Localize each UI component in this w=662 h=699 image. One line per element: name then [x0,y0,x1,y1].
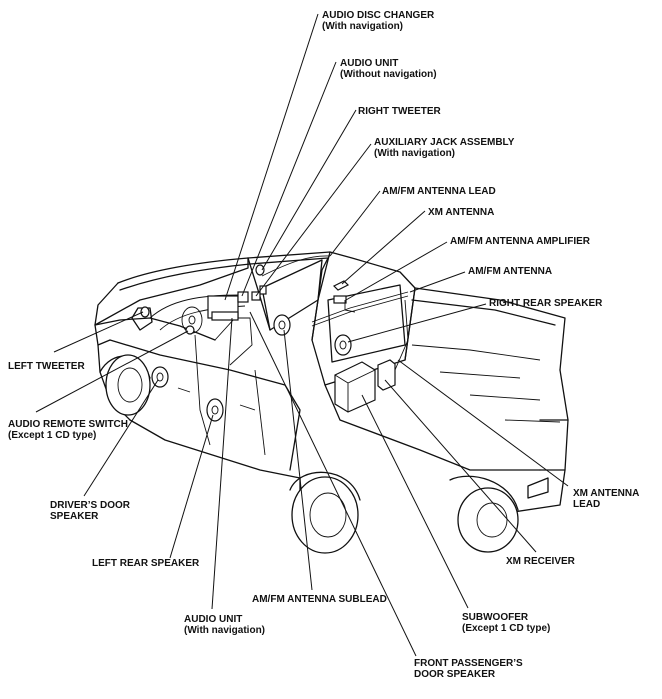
label-right-tweeter: RIGHT TWEETER [358,106,442,117]
truck-illustration [94,251,569,554]
components [140,255,409,422]
audio-unit-nonav-part [237,291,249,303]
xm-antenna-part [332,280,350,291]
audio-remote-switch-part [185,325,195,335]
label-right-rear-speaker: RIGHT REAR SPEAKER [489,298,603,309]
left-tweeter-part [140,306,150,318]
label-amfm-antenna: AM/FM ANTENNA [468,266,552,277]
label-xm-receiver: XM RECEIVER [506,556,576,567]
callout-labels: AUDIO DISC CHANGER (With navigation) AUD… [8,10,642,680]
label-auxiliary-jack: AUXILIARY JACK ASSEMBLY (With navigation… [374,137,517,159]
front-passenger-door-speaker-part [273,314,291,336]
label-subwoofer: SUBWOOFER (Except 1 CD type) [462,612,550,634]
label-xm-antenna: XM ANTENNA [428,207,494,218]
label-audio-remote-switch: AUDIO REMOTE SWITCH (Except 1 CD type) [8,419,131,441]
label-front-passenger-door-speaker: FRONT PASSENGER’S DOOR SPEAKER [414,658,526,680]
right-tweeter-part [255,264,265,276]
label-audio-disc-changer: AUDIO DISC CHANGER (With navigation) [322,10,437,32]
disc-changer-part [211,311,239,321]
xm-receiver-part [377,359,396,391]
label-amfm-antenna-sublead: AM/FM ANTENNA SUBLEAD [252,594,387,605]
left-rear-speaker-part [206,398,224,422]
subwoofer-part [334,361,376,413]
leader-lines [35,13,569,657]
amfm-antenna-part [311,291,409,323]
right-rear-speaker-part [334,334,352,356]
label-xm-antenna-lead: XM ANTENNA LEAD [573,488,642,510]
label-left-tweeter: LEFT TWEETER [8,361,85,372]
label-left-rear-speaker: LEFT REAR SPEAKER [92,558,200,569]
label-audio-unit-with-nav: AUDIO UNIT (With navigation) [184,614,265,636]
label-amfm-antenna-lead: AM/FM ANTENNA LEAD [382,186,496,197]
amfm-amplifier-part [333,295,347,304]
label-amfm-antenna-amplifier: AM/FM ANTENNA AMPLIFIER [450,236,591,247]
label-drivers-door-speaker: DRIVER’S DOOR SPEAKER [50,500,133,522]
label-audio-unit-without-nav: AUDIO UNIT (Without navigation) [340,58,437,80]
drivers-door-speaker-part [151,366,169,388]
